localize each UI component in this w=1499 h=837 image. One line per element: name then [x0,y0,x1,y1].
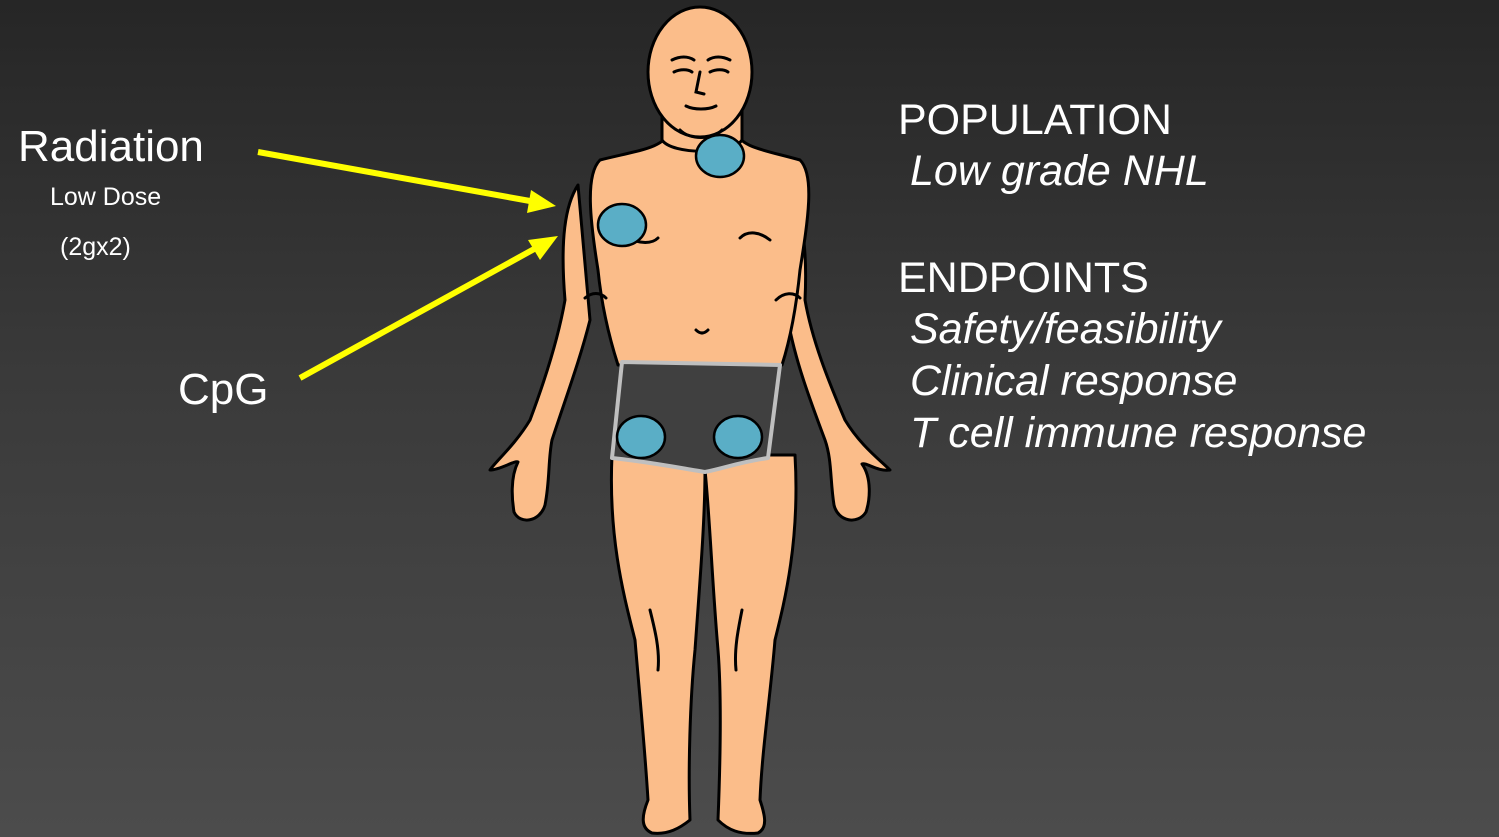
endpoints-heading: ENDPOINTS [898,253,1366,303]
left-arm [490,185,590,520]
arrows [258,152,558,378]
dose-value-label: (2gx2) [60,235,131,260]
legs [611,455,796,833]
cpg-arrow-shaft [300,248,536,378]
cpg-label: CpG [178,368,268,412]
population-item: Low grade NHL [898,145,1366,197]
endpoint-item-safety: Safety/feasibility [898,303,1366,355]
low-dose-label: Low Dose [50,185,161,210]
tumor-site-left-groin [617,416,665,458]
tumor-site-shoulder [598,204,646,246]
radiation-arrowhead-icon [527,190,556,213]
tumor-site-right-groin [714,416,762,458]
radiation-arrow-shaft [258,152,530,201]
tumor-site-neck [696,135,744,177]
population-heading: POPULATION [898,95,1366,145]
endpoint-item-t-cell: T cell immune response [898,407,1366,459]
endpoint-item-clinical: Clinical response [898,355,1366,407]
radiation-label: Radiation [18,125,204,169]
study-info: POPULATION Low grade NHL ENDPOINTS Safet… [898,95,1366,459]
